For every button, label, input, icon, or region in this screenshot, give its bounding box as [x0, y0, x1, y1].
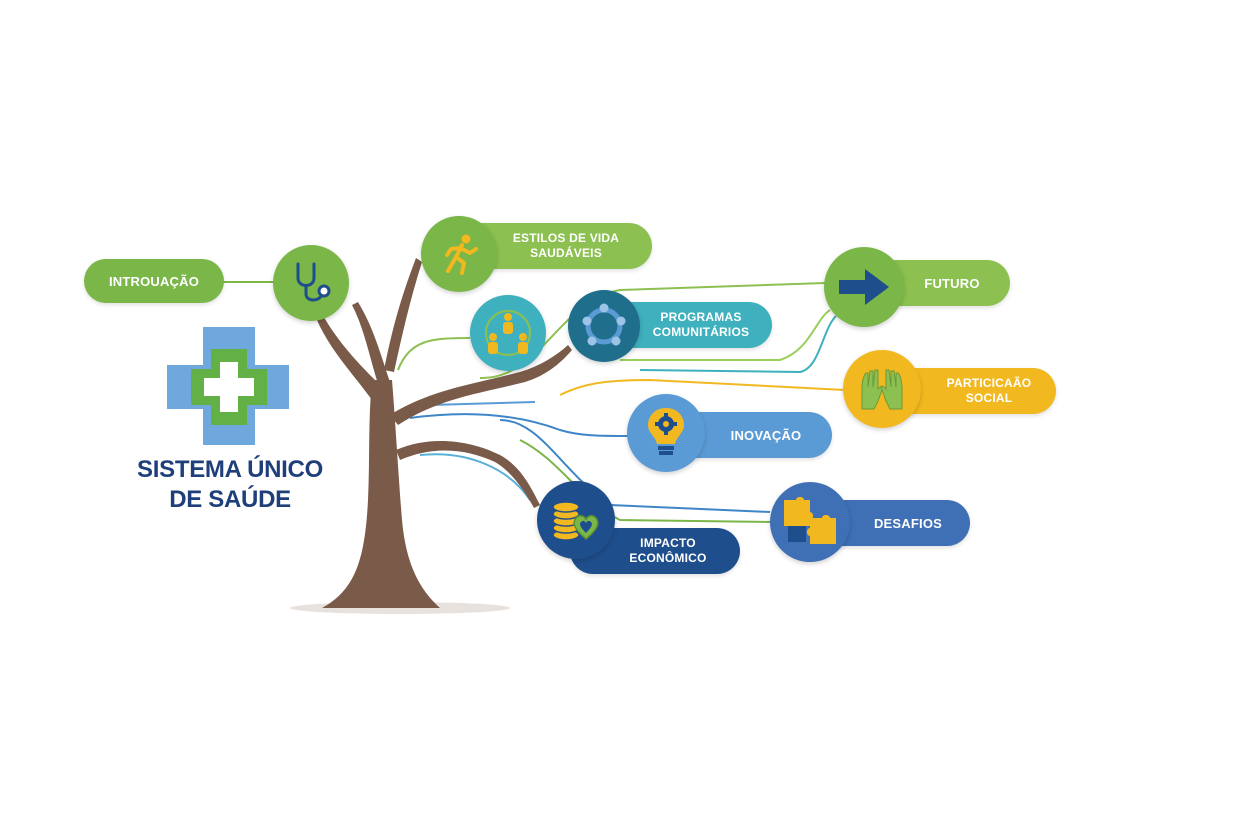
raised-hands-icon — [843, 350, 921, 428]
participacao-text-1: PARTICICAÃO — [946, 376, 1032, 390]
programas-text-2: COMUNITÁRIOS — [652, 325, 750, 339]
connector-comunidade — [397, 337, 471, 371]
lightbulb-gear-icon — [627, 394, 705, 472]
page-title: SISTEMA ÚNICO DE SAÚDE — [110, 455, 350, 515]
connector-futuro-3 — [639, 315, 837, 374]
introducao-text: INTROUAÇÃO — [108, 273, 200, 289]
topic-introducao-label: INTROUAÇÃO — [84, 259, 224, 303]
arrow-right-icon — [824, 247, 904, 327]
title-line-1: SISTEMA ÚNICO — [137, 456, 323, 483]
community-circle-icon — [568, 290, 640, 362]
connector-inovacao — [409, 413, 631, 437]
impacto-text-2: ECONÔMICO — [629, 551, 707, 565]
futuro-text: FUTURO — [924, 275, 980, 291]
sus-cross-logo — [167, 327, 289, 445]
participacao-text-2: SOCIAL — [965, 391, 1013, 405]
desafios-text: DESAFIOS — [873, 515, 943, 531]
tree-trunk — [316, 258, 572, 608]
connector-futuro-2 — [620, 309, 831, 361]
inovacao-text: INOVAÇÃO — [730, 427, 802, 443]
estilos-text-2: SAUDÁVEIS — [530, 246, 602, 260]
connector-impacto — [419, 453, 531, 501]
coins-heart-icon — [537, 481, 615, 559]
running-person-icon — [421, 216, 497, 292]
estilos-text-1: ESTILOS DE VIDA — [512, 231, 620, 245]
connector-blue-1 — [429, 401, 536, 406]
people-group-icon — [470, 295, 546, 371]
connector-participacao — [559, 378, 846, 396]
stethoscope-icon — [273, 245, 349, 321]
programas-text-1: PROGRAMAS — [660, 310, 742, 324]
title-line-2: DE SAÚDE — [169, 486, 291, 513]
puzzle-icon — [770, 482, 850, 562]
impacto-text-1: IMPACTO — [640, 536, 696, 550]
